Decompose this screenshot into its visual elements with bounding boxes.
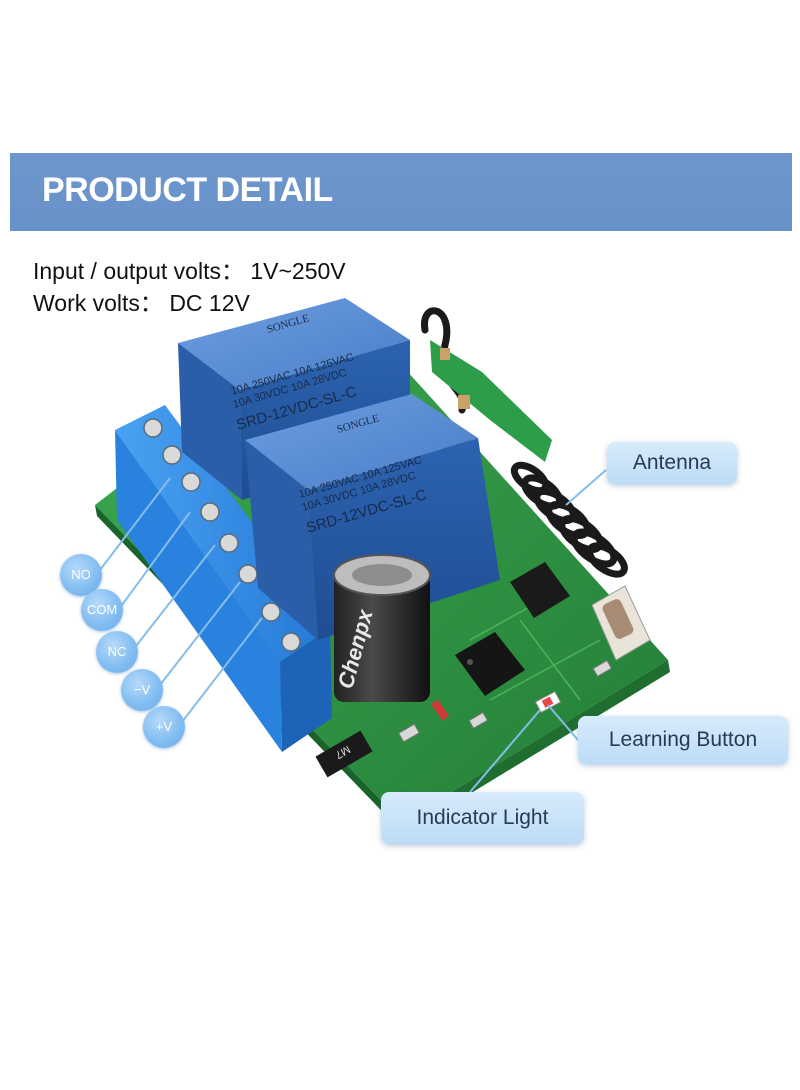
diode-m7: M7 [315,730,373,778]
product-detail-banner: PRODUCT DETAIL [10,153,792,231]
pin-label-nc: NC [96,631,138,673]
banner-title: PRODUCT DETAIL [42,171,333,209]
indicator-light-callout: Indicator Light [381,792,584,844]
pin-label-minus-v: −V [121,669,163,711]
chips [455,562,570,696]
antenna-coil [421,307,628,578]
input-output-volts-spec: Input / output volts： 1V~250V [33,258,346,284]
learning-button-switch [591,585,651,661]
board-label: DC12 [285,780,317,815]
smd-components [398,659,613,743]
learning-button-callout: Learning Button [578,716,788,764]
electrolytic-capacitor: Chenpx [333,554,431,702]
pin-label-com: COM [81,589,123,631]
callout-lines [99,469,607,793]
rf-receiver-module [430,340,552,462]
red-diode [430,699,450,721]
relay-2: SONGLE 10A 250VAC 10A 125VAC 10A 30VDC 1… [245,394,500,640]
antenna-callout: Antenna [607,442,737,484]
pin-label-plus-v: +V [143,706,185,748]
work-volts-spec: Work volts： DC 12V [33,290,250,316]
